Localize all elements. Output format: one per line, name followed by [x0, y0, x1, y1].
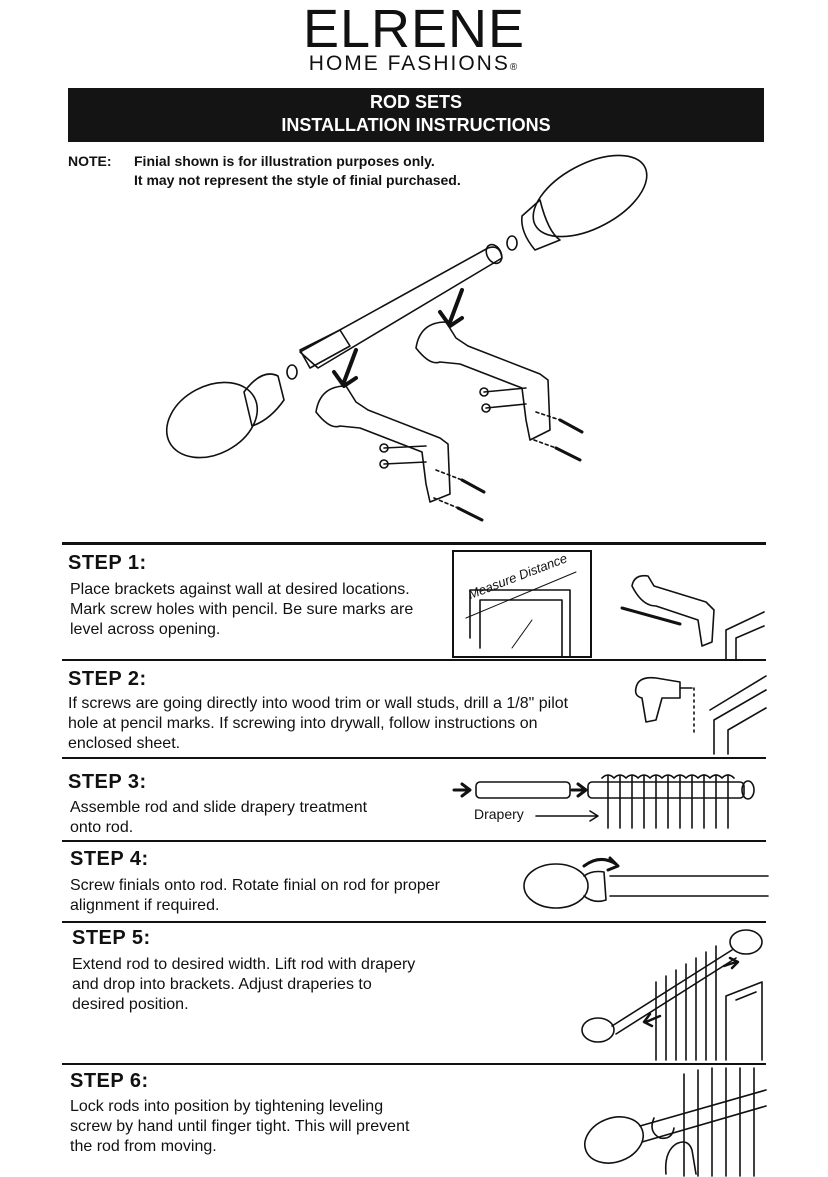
- drill-icon: [634, 676, 681, 723]
- step-1-body: Place brackets against wall at desired l…: [70, 580, 413, 640]
- exploded-assembly-illustration: [165, 154, 648, 522]
- step-2-line: enclosed sheet.: [68, 735, 181, 752]
- title-line-1: ROD SETS: [369, 92, 462, 112]
- down-arrow-left: [332, 348, 358, 388]
- brand-logo-subtitle: HOME FASHIONS®: [0, 52, 828, 76]
- brand-logo-name: ELRENE: [302, 0, 526, 59]
- left-bracket-screws: [379, 443, 486, 522]
- step-1-line: Mark screw holes with pencil. Be sure ma…: [70, 601, 414, 618]
- step-6-title: STEP 6:: [70, 1070, 149, 1092]
- step-4-title: STEP 4:: [70, 848, 149, 870]
- step-2-divider: [62, 659, 766, 661]
- step-4-line: alignment if required.: [70, 897, 220, 914]
- step-1-title: STEP 1:: [68, 552, 147, 574]
- right-finial-neck: [520, 199, 561, 251]
- note-label: NOTE:: [68, 153, 112, 169]
- step-5-line: and drop into brackets. Adjust draperies…: [72, 976, 372, 993]
- step-5-divider: [62, 921, 766, 923]
- step-6-line: Lock rods into position by tightening le…: [70, 1098, 384, 1115]
- step-1-divider: [62, 542, 766, 545]
- step-1-window-illustration: [465, 571, 577, 657]
- step-6-body: Lock rods into position by tightening le…: [70, 1097, 409, 1157]
- step-3-body: Assemble rod and slide drapery treatment…: [70, 798, 367, 838]
- step-2-drill-illustration: [634, 675, 767, 755]
- step-2-body: If screws are going directly into wood t…: [68, 694, 568, 754]
- step-4-divider: [62, 840, 766, 842]
- drapery-label: Drapery: [474, 806, 524, 822]
- step-5-hang-rod-illustration: [581, 929, 763, 1061]
- step-4-body: Screw finials onto rod. Rotate finial on…: [70, 876, 440, 916]
- step-3-rod-drapery-illustration: [452, 774, 755, 829]
- step-3-divider: [62, 757, 766, 759]
- step-3-title: STEP 3:: [68, 771, 147, 793]
- right-finial-knob: [532, 154, 648, 238]
- step-6-line: screw by hand until finger tight. This w…: [70, 1118, 410, 1135]
- step-5-line: desired position.: [72, 996, 189, 1013]
- inner-rod: [299, 329, 351, 369]
- step-2-title: STEP 2:: [68, 668, 147, 690]
- step-5-title: STEP 5:: [72, 927, 151, 949]
- note-line-2: It may not represent the style of finial…: [134, 172, 461, 188]
- step-6-divider: [62, 1063, 766, 1065]
- step-3-line: Assemble rod and slide drapery treatment: [70, 799, 368, 816]
- step-1-line: level across opening.: [70, 621, 221, 638]
- left-bracket: [315, 385, 451, 503]
- down-arrow-right: [438, 288, 464, 328]
- note-block: NOTE: Finial shown is for illustration pu…: [68, 152, 461, 190]
- finial-icon: [523, 863, 589, 909]
- step-5-body: Extend rod to desired width. Lift rod wi…: [72, 955, 415, 1015]
- title-banner: ROD SETS INSTALLATION INSTRUCTIONS: [68, 88, 764, 142]
- rotate-arrow-icon: [582, 856, 620, 872]
- step-3-line: onto rod.: [70, 819, 134, 836]
- left-finial-knob: [165, 381, 259, 459]
- step-4-line: Screw finials onto rod. Rotate finial on…: [70, 877, 440, 894]
- note-lines: Finial shown is for illustration purpose…: [134, 152, 461, 190]
- step-1-window-frame: [452, 550, 592, 658]
- left-washer: [286, 364, 298, 380]
- step-6-tighten-screw-illustration: [584, 1067, 767, 1177]
- step-6-line: the rod from moving.: [70, 1138, 217, 1155]
- registered-mark: ®: [509, 62, 520, 73]
- main-rod: [299, 246, 503, 369]
- note-line-1: Finial shown is for illustration purpose…: [134, 153, 435, 169]
- right-bracket: [415, 321, 551, 441]
- left-finial-neck: [243, 373, 285, 427]
- step-1-line: Place brackets against wall at desired l…: [70, 581, 410, 598]
- step-4-finial-illustration: [523, 856, 769, 909]
- title-line-2: INSTALLATION INSTRUCTIONS: [281, 115, 551, 135]
- hand-icon: [664, 1141, 697, 1175]
- step-1-bracket-illustration: [620, 574, 765, 661]
- right-bracket-screws: [479, 387, 584, 462]
- step-2-line: If screws are going directly into wood t…: [68, 695, 569, 712]
- step-2-line: hole at pencil marks. If screwing into d…: [68, 715, 538, 732]
- brand-subtitle-text: HOME FASHIONS: [308, 52, 510, 75]
- drapery-panel: [601, 774, 735, 829]
- step-5-line: Extend rod to desired width. Lift rod wi…: [72, 956, 416, 973]
- right-washer: [506, 235, 518, 251]
